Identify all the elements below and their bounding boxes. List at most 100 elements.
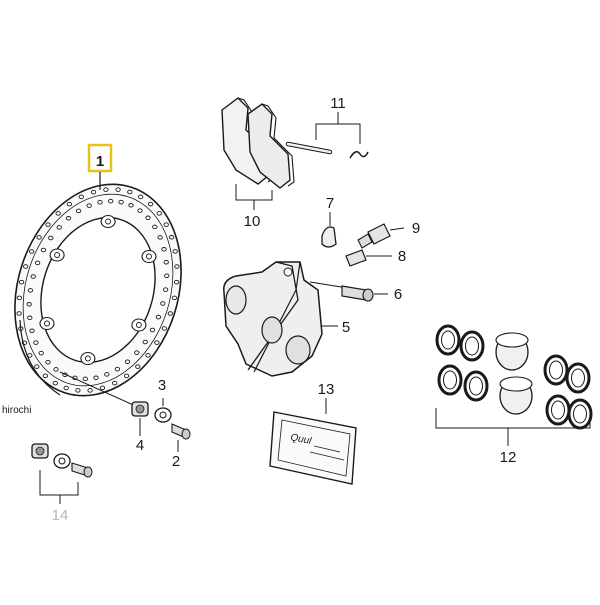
drill-hole	[115, 187, 121, 192]
mounting-hole	[105, 218, 112, 225]
drill-hole	[171, 295, 178, 301]
caliper-seal-kit[interactable]	[435, 324, 593, 446]
drill-hole	[48, 235, 54, 241]
brake-disc[interactable]	[0, 163, 207, 418]
seal-ring-inner	[469, 376, 483, 396]
mounting-hole	[146, 253, 152, 260]
seal-ring-inner	[549, 360, 563, 380]
bleed-screw[interactable]	[357, 223, 405, 249]
seal-ring-inner	[573, 404, 587, 424]
callout-12[interactable]: 12	[500, 449, 517, 466]
drill-hole	[149, 327, 156, 333]
drill-hole	[45, 359, 51, 365]
callout-2[interactable]: 2	[172, 453, 180, 470]
drill-hole	[135, 364, 141, 369]
drill-hole	[163, 259, 169, 265]
disc-mounting-lugs	[39, 214, 157, 366]
drill-hole	[30, 274, 36, 279]
callout-4[interactable]: 4	[136, 437, 144, 454]
extra-bolt-set[interactable]	[31, 443, 93, 504]
drill-hole	[138, 194, 144, 200]
drill-hole	[112, 380, 118, 386]
drill-hole	[78, 194, 84, 200]
label-sheet-text: Quul	[289, 432, 313, 447]
drill-hole	[134, 350, 140, 355]
disc-bolt-assembly[interactable]	[59, 371, 191, 452]
callout-5[interactable]: 5	[342, 319, 350, 336]
drill-hole	[34, 260, 41, 266]
drill-hole	[66, 201, 73, 207]
drill-hole	[155, 314, 162, 320]
callout-7[interactable]: 7	[326, 195, 334, 212]
drill-hole	[142, 339, 148, 345]
drill-hole	[156, 211, 162, 216]
drill-hole	[23, 264, 29, 269]
callout-11[interactable]: 11	[330, 95, 346, 112]
drill-hole	[38, 350, 44, 356]
drill-hole	[34, 364, 40, 369]
caliper-bolt[interactable]	[309, 281, 388, 302]
drill-hole	[45, 222, 51, 227]
drill-hole	[53, 367, 59, 372]
seal-ring-inner	[571, 368, 585, 388]
callout-9[interactable]: 9	[412, 220, 420, 237]
bleed-cap[interactable]	[321, 212, 337, 248]
callout-3[interactable]: 3	[158, 377, 166, 394]
drill-hole	[18, 279, 25, 285]
caliper-fitting[interactable]	[345, 249, 392, 267]
drill-hole	[173, 279, 180, 285]
seal-ring-inner	[551, 400, 565, 420]
drill-hole	[147, 201, 154, 207]
drill-hole	[29, 328, 35, 333]
drill-hole	[145, 215, 151, 221]
drill-hole	[87, 388, 93, 393]
drill-hole	[162, 287, 169, 292]
drill-hole	[103, 187, 109, 192]
drill-hole	[36, 235, 42, 240]
callout-14[interactable]: 14	[52, 507, 69, 524]
mounting-hole	[44, 320, 50, 327]
drill-hole	[104, 372, 110, 377]
drill-hole	[75, 388, 81, 393]
drill-hole	[124, 359, 131, 364]
seal-rings	[435, 324, 593, 430]
drill-hole	[128, 203, 134, 208]
drill-hole	[93, 375, 99, 381]
drill-hole	[90, 189, 97, 195]
callout-13[interactable]: 13	[318, 381, 335, 398]
callout-6[interactable]: 6	[394, 286, 402, 303]
drill-hole	[33, 340, 39, 345]
brake-caliper[interactable]	[223, 261, 338, 377]
drill-hole	[65, 216, 72, 221]
callout-10[interactable]: 10	[244, 213, 261, 230]
drill-hole	[160, 301, 166, 306]
drill-hole	[152, 224, 158, 230]
drill-hole	[108, 198, 114, 204]
drill-hole	[40, 247, 47, 253]
drill-hole	[145, 353, 151, 358]
callout-8[interactable]: 8	[398, 248, 406, 265]
drill-hole	[52, 380, 58, 386]
drill-hole	[16, 311, 22, 316]
drill-hole	[63, 385, 69, 391]
drill-hole	[86, 203, 92, 208]
drill-hole	[154, 340, 160, 345]
highlight-box	[87, 143, 113, 173]
drill-hole	[99, 385, 106, 391]
seal-ring-inner	[465, 336, 479, 356]
disc-drill-holes	[16, 187, 180, 393]
label-sheet[interactable]: Quul	[269, 398, 357, 485]
drill-hole	[123, 373, 130, 379]
pad-pin-and-clip[interactable]	[285, 112, 369, 159]
drill-hole	[42, 373, 49, 379]
callout-1[interactable]: 1	[96, 153, 104, 170]
drill-hole	[27, 315, 33, 321]
mounting-hole	[135, 322, 142, 328]
drill-hole	[161, 247, 167, 252]
brake-pads[interactable]	[221, 97, 295, 210]
drill-hole	[167, 311, 173, 316]
seal-ring-inner	[443, 370, 457, 390]
drill-hole	[161, 326, 168, 331]
